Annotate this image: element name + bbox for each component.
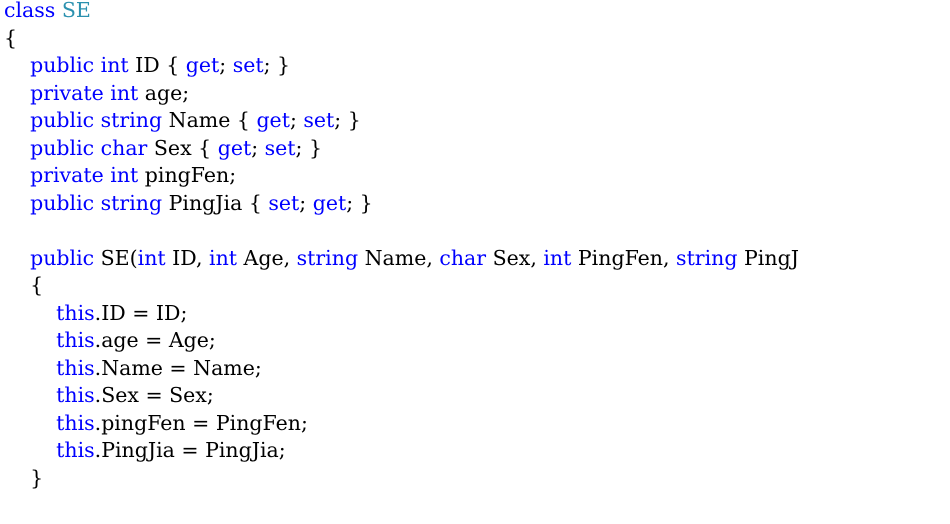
code-text: .PingJia = PingJia;	[94, 438, 286, 462]
code-text: ; }	[295, 135, 323, 160]
code-keyword: int	[543, 245, 572, 270]
code-keyword: char	[439, 245, 487, 270]
code-text: ; }	[263, 53, 291, 77]
code-text: Name,	[358, 245, 440, 270]
code-text: PingJia {	[162, 190, 269, 215]
code-text: ID {	[128, 53, 186, 77]
code-keyword: this	[56, 355, 95, 380]
code-line[interactable]: this.age = Age;	[4, 327, 216, 354]
code-text	[4, 191, 30, 215]
code-line[interactable]: private int age;	[4, 80, 189, 107]
code-keyword: int	[209, 245, 238, 270]
code-keyword: get	[185, 53, 220, 77]
code-text: ;	[219, 53, 233, 77]
code-text: ID,	[165, 245, 210, 270]
code-text: }	[4, 465, 44, 490]
code-keyword: class	[4, 0, 56, 22]
code-text	[4, 356, 56, 380]
code-line[interactable]: public string Name { get; set; }	[4, 107, 361, 134]
code-text: pingFen;	[138, 163, 237, 187]
code-text: PingFen,	[571, 245, 677, 270]
code-text	[4, 163, 30, 187]
code-keyword: set	[232, 53, 264, 77]
code-line[interactable]: this.Name = Name;	[4, 355, 262, 382]
code-keyword: int	[100, 53, 129, 77]
code-text	[4, 136, 30, 160]
code-text: ;	[289, 108, 304, 132]
code-keyword: this	[56, 438, 95, 462]
code-text: ; }	[346, 190, 373, 215]
code-text: .ID = ID;	[94, 300, 188, 325]
code-text: .Sex = Sex;	[94, 383, 214, 407]
code-text: age;	[138, 80, 190, 105]
code-text: {	[4, 273, 44, 297]
code-keyword: private	[30, 80, 104, 105]
code-keyword: char	[100, 135, 148, 160]
code-line[interactable]: this.ID = ID;	[4, 300, 187, 327]
code-text	[4, 246, 30, 270]
code-keyword: this	[56, 328, 95, 352]
code-line[interactable]: this.Sex = Sex;	[4, 382, 214, 409]
code-line[interactable]: public char Sex { get; set; }	[4, 135, 322, 162]
code-text	[4, 328, 56, 352]
code-text	[4, 438, 56, 462]
code-keyword: set	[268, 190, 300, 215]
code-text: .Name = Name;	[94, 355, 262, 380]
code-keyword: public	[30, 53, 95, 77]
code-text: Sex {	[147, 135, 218, 160]
code-keyword: private	[30, 163, 104, 187]
code-keyword: this	[56, 300, 95, 325]
code-keyword: string	[676, 245, 738, 270]
code-text: {	[4, 25, 18, 50]
code-text: .pingFen = PingFen;	[94, 410, 308, 435]
code-keyword: set	[303, 108, 335, 132]
code-line[interactable]: {	[4, 272, 43, 299]
code-keyword: string	[296, 245, 359, 270]
code-text: ;	[299, 190, 313, 215]
code-text: Age,	[237, 245, 297, 270]
code-keyword: get	[217, 135, 252, 160]
code-text	[4, 411, 56, 435]
code-text: Name {	[162, 108, 257, 132]
code-text	[4, 53, 30, 77]
code-type-name: SE	[61, 0, 91, 22]
code-text	[4, 108, 30, 132]
code-keyword: int	[110, 80, 139, 105]
code-keyword: this	[56, 383, 95, 407]
code-text: ;	[251, 135, 265, 160]
code-keyword: public	[30, 108, 95, 132]
code-line[interactable]: }	[4, 465, 43, 492]
code-text: .age = Age;	[94, 328, 216, 352]
code-keyword: get	[312, 190, 347, 215]
code-keyword: public	[30, 190, 95, 215]
code-line[interactable]: private int pingFen;	[4, 162, 236, 189]
code-keyword: int	[110, 163, 139, 187]
code-text: PingJ	[737, 245, 799, 270]
code-keyword: get	[256, 108, 290, 132]
code-line[interactable]: {	[4, 25, 17, 52]
code-keyword: string	[100, 190, 163, 215]
code-line[interactable]: this.pingFen = PingFen;	[4, 410, 308, 437]
code-keyword: this	[56, 410, 95, 435]
code-keyword: set	[264, 135, 296, 160]
code-line[interactable]: public SE(int ID, int Age, string Name, …	[4, 245, 799, 272]
code-text	[4, 81, 30, 105]
code-line[interactable]: this.PingJia = PingJia;	[4, 437, 286, 464]
code-text	[4, 383, 56, 407]
code-keyword: string	[100, 108, 163, 132]
code-text: ; }	[334, 108, 361, 132]
code-keyword: int	[137, 245, 166, 270]
code-line[interactable]: class SE	[4, 0, 91, 24]
code-text: SE(	[94, 245, 138, 270]
code-keyword: public	[30, 135, 95, 160]
code-text	[4, 301, 56, 325]
code-line[interactable]: public int ID { get; set; }	[4, 52, 290, 79]
code-keyword: public	[30, 245, 95, 270]
code-text: Sex,	[486, 245, 544, 270]
code-line[interactable]: public string PingJia { set; get; }	[4, 190, 373, 217]
